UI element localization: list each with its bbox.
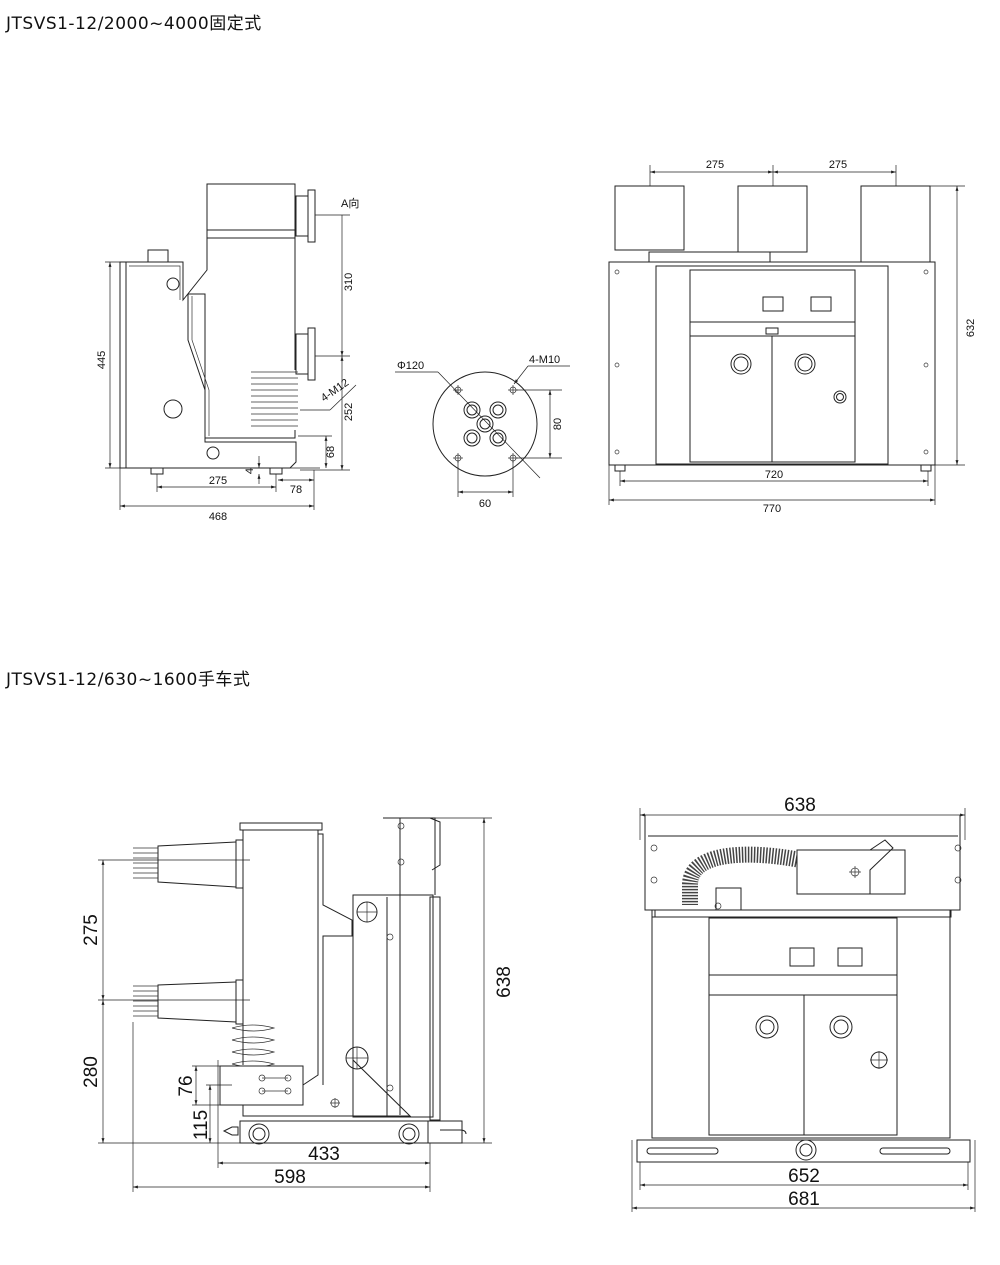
dim-78: 78 xyxy=(290,484,302,496)
bolt-label-m12: 4-M12 xyxy=(319,377,351,405)
dim-433: 433 xyxy=(308,1144,340,1165)
dim-770: 770 xyxy=(763,503,781,515)
dim-652: 652 xyxy=(788,1166,820,1187)
dim-445: 445 xyxy=(96,351,108,369)
dim-60: 60 xyxy=(479,498,491,510)
section-title-fixed: JTSVS1-12/2000~4000固定式 xyxy=(6,14,262,34)
dim-720: 720 xyxy=(765,469,783,481)
fixed-side-view: 445 310 252 68 4 275 78 468 4-M12 A向 xyxy=(96,183,359,523)
dim-275-pitch: 275 xyxy=(81,914,102,946)
dim-275-pitch2: 275 xyxy=(829,159,847,171)
dim-468: 468 xyxy=(209,511,227,523)
dim-638-front: 638 xyxy=(784,795,816,816)
dim-115: 115 xyxy=(191,1110,212,1140)
diameter-label: Φ120 xyxy=(397,360,424,372)
dim-80: 80 xyxy=(552,418,564,430)
truck-side-view: 275 280 638 76 115 433 598 xyxy=(81,817,515,1192)
dim-681: 681 xyxy=(788,1189,820,1210)
terminal-view: Φ120 4-M10 80 60 xyxy=(395,354,570,510)
dim-598: 598 xyxy=(274,1167,306,1188)
dim-275-feet: 275 xyxy=(209,475,227,487)
dim-252: 252 xyxy=(343,403,355,421)
direction-label: A向 xyxy=(341,196,359,210)
fixed-front-view: 275 275 632 720 770 xyxy=(608,159,977,515)
bolt-label-m10: 4-M10 xyxy=(529,354,560,366)
dim-275-pitch1: 275 xyxy=(706,159,724,171)
dim-632: 632 xyxy=(965,319,977,337)
dim-68: 68 xyxy=(325,446,337,458)
dim-76: 76 xyxy=(176,1075,197,1096)
dim-280: 280 xyxy=(81,1056,102,1088)
truck-front-view: 638 652 681 xyxy=(631,795,976,1212)
dim-310: 310 xyxy=(343,273,355,291)
dim-638-side: 638 xyxy=(494,966,515,998)
dim-4: 4 xyxy=(244,468,256,474)
section-title-truck: JTSVS1-12/630~1600手车式 xyxy=(6,670,251,690)
